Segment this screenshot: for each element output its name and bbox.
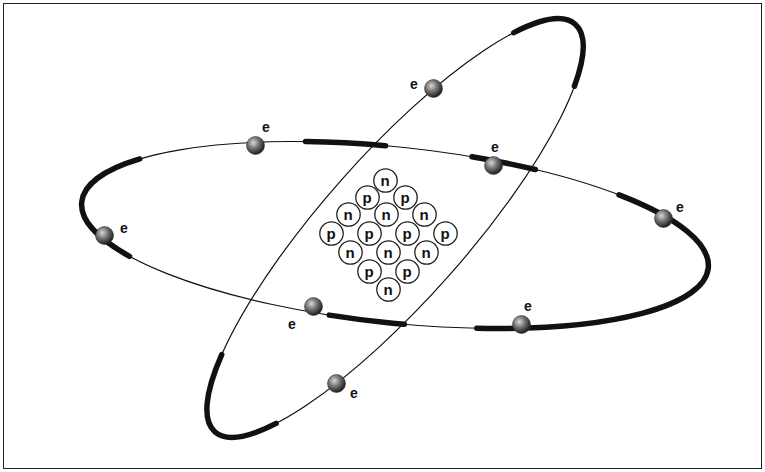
nucleon: p xyxy=(357,259,382,284)
frame xyxy=(4,4,762,469)
nucleon: n xyxy=(376,277,401,302)
particle-label: n xyxy=(336,202,361,227)
electron-sphere xyxy=(304,297,323,316)
nucleon: p xyxy=(357,221,382,246)
electron-sphere xyxy=(246,136,265,155)
electron: e xyxy=(484,156,503,175)
particle-label: n xyxy=(373,168,398,193)
electron: e xyxy=(654,209,673,228)
electron-sphere xyxy=(327,374,346,393)
nucleon: n xyxy=(338,240,363,265)
electron-sphere xyxy=(512,315,531,334)
nucleon: n xyxy=(336,202,361,227)
electron: e xyxy=(327,374,346,393)
particle-label: n xyxy=(376,240,401,265)
electron: e xyxy=(424,79,443,98)
particle-label: e xyxy=(410,77,418,91)
electron-sphere xyxy=(654,209,673,228)
orbit xyxy=(161,0,629,472)
nucleon: p xyxy=(319,221,344,246)
particle-label: p xyxy=(433,221,458,246)
electron-sphere xyxy=(484,156,503,175)
particle-label: p xyxy=(357,259,382,284)
particle-label: e xyxy=(524,299,532,313)
particle-label: e xyxy=(262,120,270,134)
particle-label: e xyxy=(350,386,358,400)
particle-label: p xyxy=(393,185,418,210)
particle-label: p xyxy=(395,259,420,284)
particle-label: p xyxy=(355,185,380,210)
nucleon: p xyxy=(433,221,458,246)
particle-label: n xyxy=(338,240,363,265)
particle-label: p xyxy=(319,221,344,246)
particle-label: e xyxy=(491,140,499,154)
particle-label: e xyxy=(120,221,128,235)
particle-label: n xyxy=(414,240,439,265)
nucleon: n xyxy=(373,168,398,193)
electron: e xyxy=(512,315,531,334)
nucleon: p xyxy=(355,185,380,210)
particle-label: e xyxy=(288,317,296,331)
particle-label: n xyxy=(376,277,401,302)
nucleon: p xyxy=(395,259,420,284)
particle-label: n xyxy=(374,202,399,227)
particle-label: p xyxy=(357,221,382,246)
nucleon: n xyxy=(412,202,437,227)
electron-sphere xyxy=(95,226,114,245)
electron: e xyxy=(95,226,114,245)
nucleon: p xyxy=(395,221,420,246)
electron: e xyxy=(304,297,323,316)
orbit xyxy=(73,115,718,356)
nucleon: n xyxy=(414,240,439,265)
electron-sphere xyxy=(424,79,443,98)
particle-label: n xyxy=(412,202,437,227)
nucleon: n xyxy=(376,240,401,265)
particle-label: e xyxy=(676,200,684,214)
electron: e xyxy=(246,136,265,155)
nucleon: n xyxy=(374,202,399,227)
nucleon: p xyxy=(393,185,418,210)
particle-label: p xyxy=(395,221,420,246)
